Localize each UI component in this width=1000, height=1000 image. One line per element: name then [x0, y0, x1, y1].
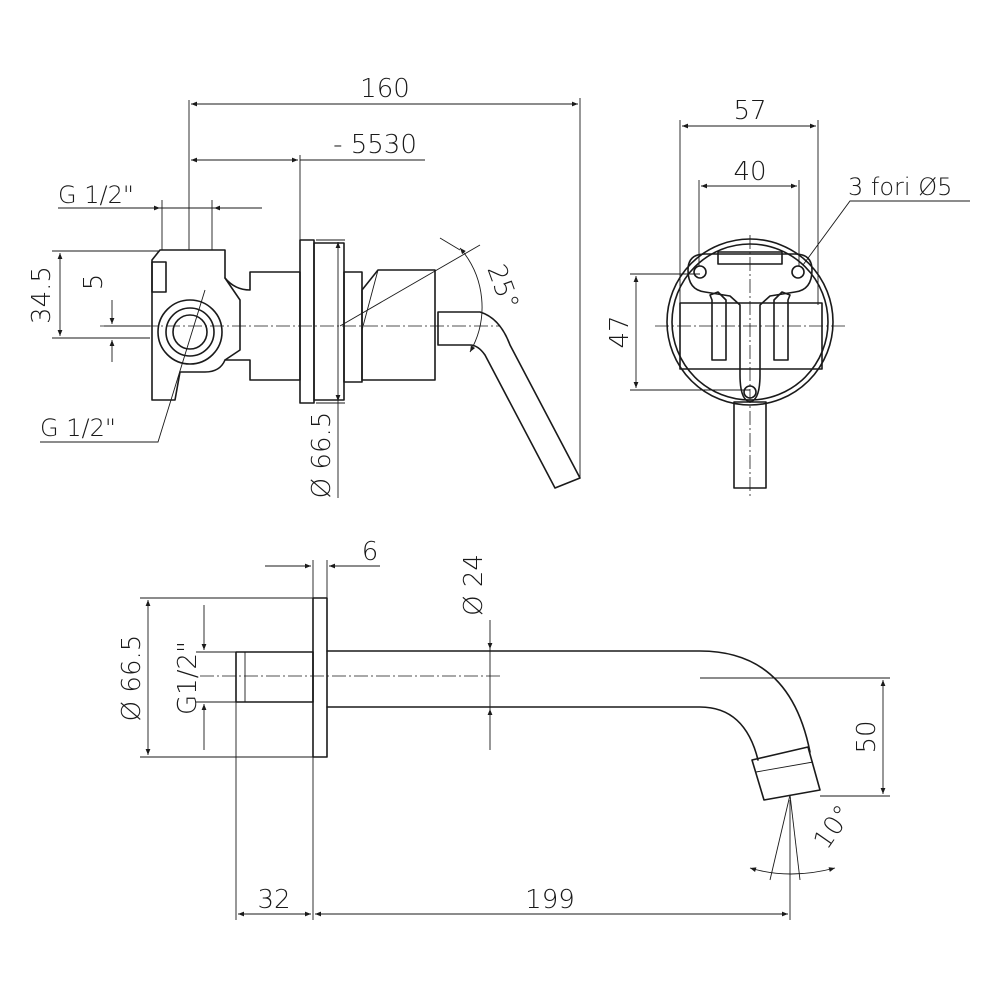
- thread-label-bottom: G 1/2": [40, 414, 116, 442]
- spout-view: [200, 597, 836, 881]
- mixer-front-view: [655, 235, 845, 498]
- dim-24: Ø 24: [459, 554, 489, 616]
- dim-57: 57: [733, 96, 766, 126]
- dim-5: 5: [79, 274, 109, 291]
- thread-label-top: G 1/2": [58, 181, 134, 209]
- dim-5530: - 5530: [333, 130, 417, 160]
- holes-label: 3 fori Ø5: [848, 173, 952, 201]
- dim-199: 199: [525, 885, 575, 915]
- dim-66-5-top: Ø 66.5: [307, 412, 337, 499]
- dim-g12: G1/2": [173, 641, 203, 715]
- angle-10: 10°: [808, 800, 859, 855]
- dim-66-5-bottom: Ø 66.5: [117, 635, 147, 722]
- dim-160: 160: [360, 74, 410, 104]
- dim-47: 47: [605, 315, 635, 348]
- dim-40: 40: [733, 157, 766, 187]
- mixer-side-view: [40, 200, 581, 489]
- dim-6: 6: [362, 537, 379, 567]
- dim-32: 32: [257, 885, 290, 915]
- dim-34-5: 34.5: [27, 266, 57, 324]
- angle-25: 25°: [481, 260, 525, 314]
- dim-50: 50: [852, 720, 882, 753]
